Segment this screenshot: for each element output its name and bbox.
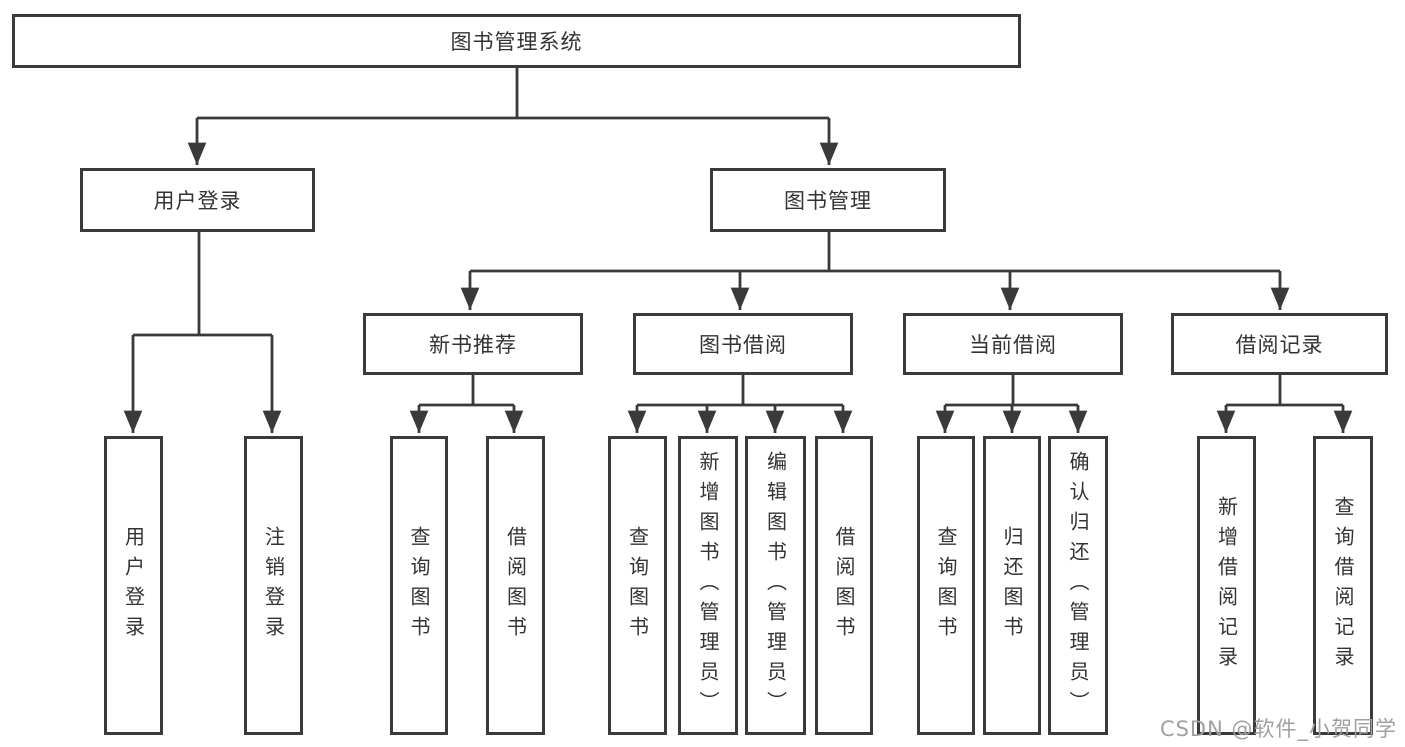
leaf-label: 借阅图书 — [503, 525, 528, 646]
leaf-borrow-book-2: 借阅图书 — [815, 436, 873, 735]
leaf-add-book-admin: 新增图书（管理员） — [678, 436, 738, 735]
leaf-label: 编辑图书（管理员） — [763, 450, 788, 721]
leaf-label: 新增图书（管理员） — [696, 450, 720, 721]
leaf-label: 查询借阅记录 — [1331, 495, 1355, 676]
leaf-label: 注销登录 — [261, 525, 286, 646]
leaf-label: 借阅图书 — [832, 525, 856, 646]
leaf-user-login: 用户登录 — [104, 436, 163, 735]
node-book-borrow: 图书借阅 — [633, 313, 853, 375]
leaf-label: 确认归还（管理员） — [1066, 450, 1090, 721]
leaf-borrow-book-1: 借阅图书 — [486, 436, 545, 735]
leaf-confirm-return-admin: 确认归还（管理员） — [1048, 436, 1108, 735]
leaf-label: 查询图书 — [934, 525, 958, 646]
leaf-query-borrow-record: 查询借阅记录 — [1313, 436, 1373, 735]
leaf-add-borrow-record: 新增借阅记录 — [1197, 436, 1256, 735]
leaf-label: 归还图书 — [1000, 525, 1024, 646]
leaf-logout: 注销登录 — [244, 436, 303, 735]
node-current-borrow: 当前借阅 — [903, 313, 1123, 375]
leaf-query-book-2: 查询图书 — [608, 436, 667, 735]
leaf-label: 查询图书 — [407, 525, 431, 646]
csdn-watermark: CSDN @软件_小贺同学 — [1159, 717, 1397, 741]
node-borrow-records: 借阅记录 — [1171, 313, 1388, 375]
leaf-query-book-1: 查询图书 — [390, 436, 448, 735]
leaf-label: 用户登录 — [121, 525, 146, 646]
node-book-management: 图书管理 — [710, 168, 946, 232]
node-user-login: 用户登录 — [80, 168, 315, 232]
leaf-label: 查询图书 — [625, 525, 650, 646]
node-library-management-system: 图书管理系统 — [12, 14, 1021, 68]
leaf-label: 新增借阅记录 — [1214, 495, 1239, 676]
leaf-query-book-3: 查询图书 — [917, 436, 975, 735]
leaf-return-book: 归还图书 — [983, 436, 1041, 735]
leaf-edit-book-admin: 编辑图书（管理员） — [745, 436, 806, 735]
node-new-book-recommend: 新书推荐 — [363, 313, 583, 375]
